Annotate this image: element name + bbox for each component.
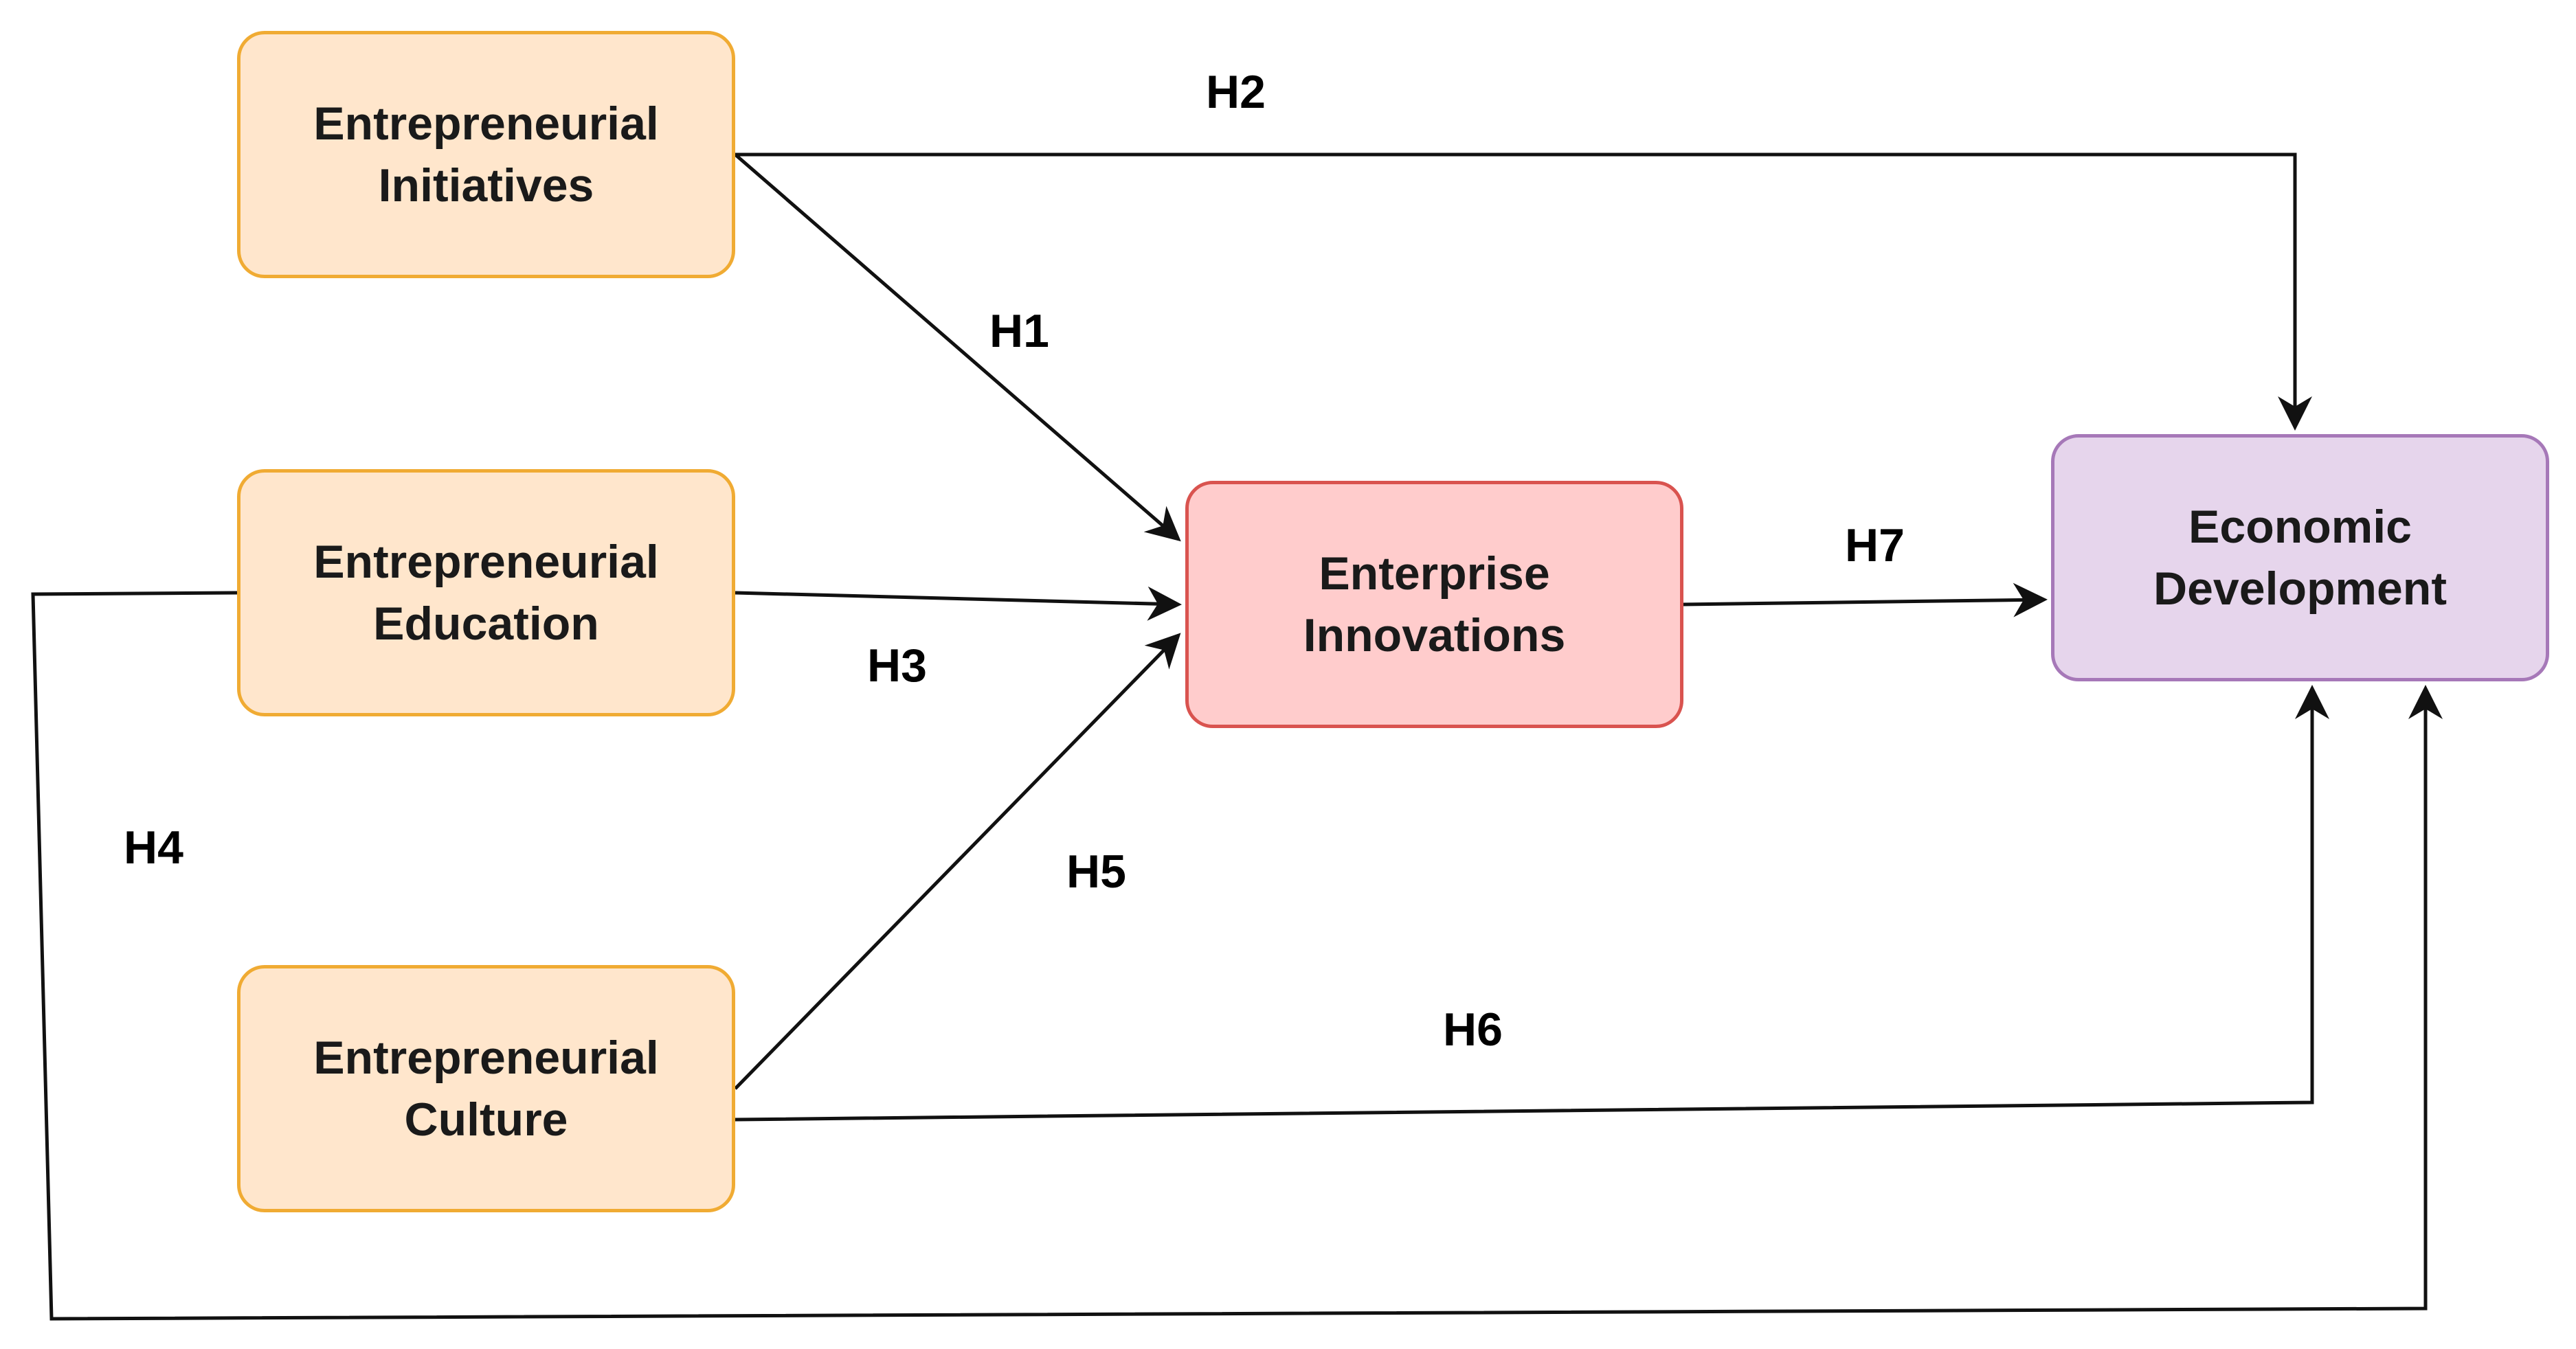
node-economic-development: Economic Development [2051, 434, 2549, 681]
hypothesis-label-h1: H1 [989, 305, 1049, 357]
edge-h4 [31, 591, 2443, 1321]
node-label-line1: Entrepreneurial [313, 1032, 659, 1084]
node-enterprise-innovations: Enterprise Innovations [1185, 481, 1683, 728]
node-entrepreneurial-culture: Entrepreneurial Culture [237, 965, 735, 1212]
node-label-line2: Development [2153, 563, 2447, 615]
node-entrepreneurial-initiatives: Entrepreneurial Initiatives [237, 31, 735, 278]
node-entrepreneurial-education: Entrepreneurial Education [237, 469, 735, 716]
node-label-line2: Initiatives [378, 159, 594, 212]
node-label-line2: Education [373, 598, 599, 650]
hypothesis-label-h2: H2 [1206, 66, 1266, 118]
node-label-line2: Innovations [1303, 609, 1566, 661]
edge-h3 [735, 586, 1182, 621]
hypothesis-label-h7: H7 [1845, 519, 1905, 571]
edge-h1 [734, 153, 1181, 542]
edge-h7 [1683, 582, 2048, 617]
hypothesis-label-h3: H3 [867, 639, 927, 692]
node-label-line2: Culture [404, 1093, 568, 1146]
edge-h5 [734, 633, 1181, 1090]
edge-h6 [735, 685, 2329, 1122]
node-label-line1: Entrepreneurial [313, 536, 659, 588]
edge-h2 [735, 152, 2312, 431]
node-label-line1: Enterprise [1319, 547, 1550, 600]
node-label-line1: Economic [2188, 501, 2412, 553]
hypothesis-label-h6: H6 [1443, 1004, 1503, 1056]
node-label-line1: Entrepreneurial [313, 98, 659, 150]
hypothesis-label-h4: H4 [124, 821, 183, 874]
hypothesis-label-h5: H5 [1066, 846, 1126, 898]
